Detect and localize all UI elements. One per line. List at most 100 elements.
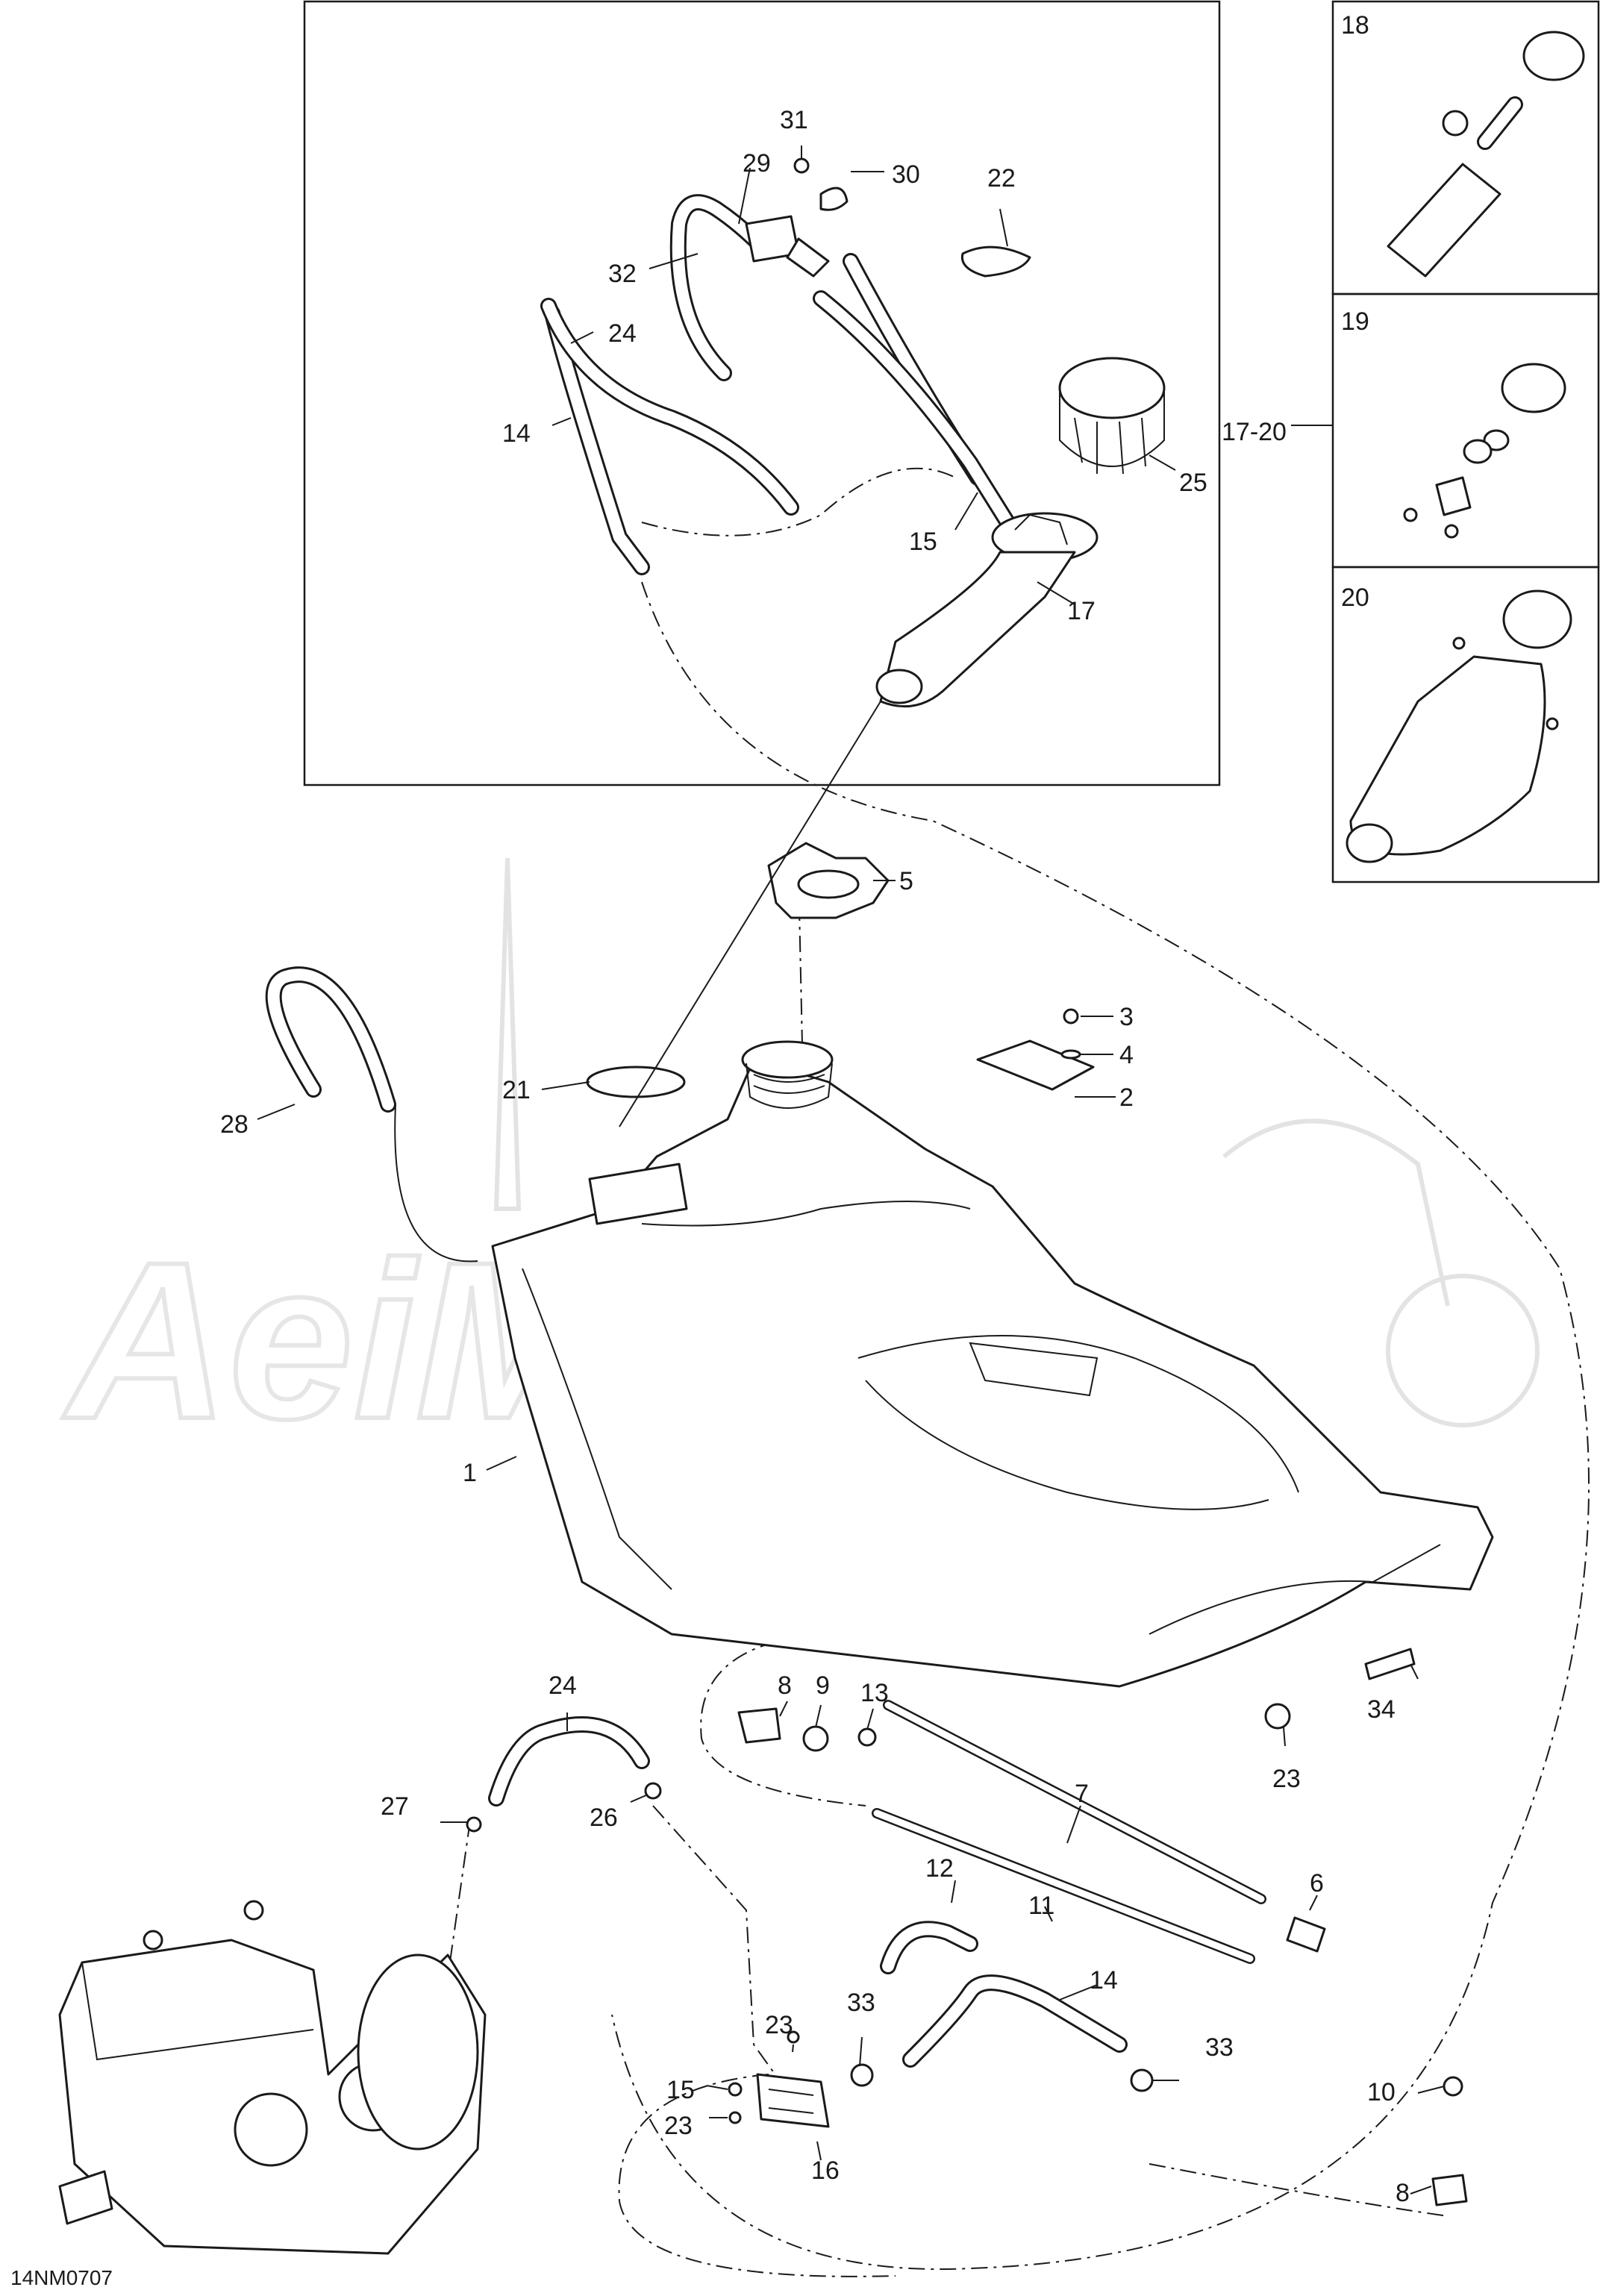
screw-15 — [728, 2082, 743, 2097]
callout-23-lower: 23 — [664, 2112, 693, 2140]
washer — [1060, 1049, 1081, 1060]
callout-15-top: 15 — [909, 528, 937, 556]
callout-18: 18 — [1341, 11, 1369, 40]
callout-11: 11 — [1028, 1892, 1054, 1920]
bolt-34 — [1364, 1648, 1416, 1680]
callout-26: 26 — [590, 1804, 618, 1832]
callout-20: 20 — [1341, 584, 1369, 612]
p19-seal-large — [1501, 363, 1566, 413]
assembly-path-clamp — [447, 1820, 471, 1978]
engine-cylinder-head — [81, 1962, 314, 2061]
assembly-path-elbow — [700, 1641, 866, 1807]
clamp-33-b — [1130, 2068, 1154, 2092]
callout-8-lower: 8 — [1396, 2179, 1410, 2207]
grommet-9 — [802, 1725, 829, 1752]
callout-12: 12 — [925, 1854, 954, 1883]
screw-23-upper — [787, 2030, 800, 2044]
fuel-cap — [767, 842, 890, 919]
valve-16-detail — [768, 2089, 814, 2114]
callout-34: 34 — [1367, 1695, 1396, 1724]
p19-oring-b — [1463, 439, 1493, 464]
callout-1: 1 — [463, 1459, 477, 1487]
callout-14-bottom: 14 — [1090, 1966, 1118, 1995]
callout-23-upper: 23 — [765, 2011, 793, 2039]
callout-2: 2 — [1119, 1083, 1134, 1112]
tank-body — [491, 1058, 1494, 1688]
tank-rear-lip — [1149, 1544, 1441, 1635]
watermark-wheel — [1386, 1274, 1540, 1427]
callout-19: 19 — [1341, 307, 1369, 336]
watermark-motorcycle — [1222, 1119, 1450, 1307]
callout-labels: 1 2 3 4 5 6 7 8 8 9 10 11 12 13 14 14 15… — [10, 11, 1410, 2289]
p20-seal — [1502, 589, 1572, 649]
callout-4: 4 — [1119, 1041, 1134, 1069]
callout-28: 28 — [220, 1110, 249, 1139]
pump-leader — [619, 701, 881, 1127]
callout-15-bottom: 15 — [666, 2076, 695, 2104]
tank-saddle — [857, 1335, 1299, 1493]
p20-screw-b — [1546, 717, 1559, 731]
callout-17: 17 — [1067, 597, 1096, 625]
fitting-6 — [1286, 1916, 1326, 1953]
callout-16: 16 — [811, 2156, 840, 2185]
leader-lines — [257, 146, 1445, 2195]
fuel-pump-17 — [875, 512, 1099, 708]
fuel-tank — [491, 1040, 1494, 1688]
spark-plug-a — [243, 1900, 264, 1921]
engine — [58, 1900, 487, 2255]
callout-8-upper: 8 — [778, 1671, 792, 1700]
clamp-13 — [857, 1727, 877, 1747]
vent-hose-28-leader — [394, 1104, 478, 1263]
tank-pad — [969, 1342, 1099, 1397]
p19-valve — [1435, 476, 1472, 516]
drawing-code: 14NM0707 — [10, 2266, 113, 2289]
callout-25: 25 — [1179, 469, 1207, 497]
engine-shaft — [58, 2170, 113, 2225]
p19-oring-a — [1483, 429, 1510, 451]
lock-ring-top — [1058, 357, 1166, 419]
assembly-path-lower — [618, 2074, 896, 2277]
filler-neck-threads — [746, 1063, 833, 1109]
panel-20-frame — [1331, 566, 1600, 883]
callout-3: 3 — [1119, 1003, 1134, 1031]
assembly-path-hose — [641, 467, 956, 537]
watermark-spire — [493, 857, 522, 1211]
tank-saddle-inner — [865, 1380, 1269, 1510]
p18-nut — [1442, 110, 1469, 137]
carb-throat-a — [234, 2092, 308, 2167]
p19-nut-b — [1444, 524, 1459, 539]
assembly-path-cap — [798, 872, 803, 1045]
callout-9: 9 — [816, 1671, 830, 1700]
tank-contour-top — [641, 1201, 971, 1227]
callout-30: 30 — [892, 160, 920, 189]
p20-pump-housing — [1349, 655, 1546, 856]
callout-33-right: 33 — [1205, 2033, 1234, 2062]
callout-24-top: 24 — [608, 319, 637, 348]
screw — [1063, 1008, 1079, 1025]
p20-inlet — [1346, 823, 1393, 863]
screw-23-lower — [728, 2111, 742, 2124]
elbow-8-lower — [1431, 2174, 1468, 2206]
pump-inlet — [875, 669, 923, 704]
callout-22: 22 — [987, 164, 1016, 193]
filler-neck — [741, 1040, 834, 1079]
p20-screw-a — [1452, 636, 1466, 650]
valve-16 — [756, 2073, 830, 2128]
p18-pump — [1387, 163, 1501, 278]
clamp-27 — [466, 1816, 482, 1833]
callout-24-bottom: 24 — [549, 1671, 577, 1700]
callout-5: 5 — [899, 867, 913, 895]
cap-top — [797, 869, 860, 899]
assembly-path-outer — [611, 581, 1590, 2270]
callout-21: 21 — [502, 1076, 531, 1104]
p18-seal — [1522, 31, 1585, 81]
pump-module-frame — [303, 0, 1221, 786]
connector-29-tip — [786, 237, 830, 278]
lock-ring-ribs — [1074, 417, 1146, 475]
clamp-26 — [644, 1782, 662, 1800]
callout-29: 29 — [743, 149, 771, 178]
callout-31: 31 — [780, 106, 808, 134]
lock-ring-25 — [1058, 357, 1166, 475]
clamp-33-a — [850, 2063, 874, 2087]
